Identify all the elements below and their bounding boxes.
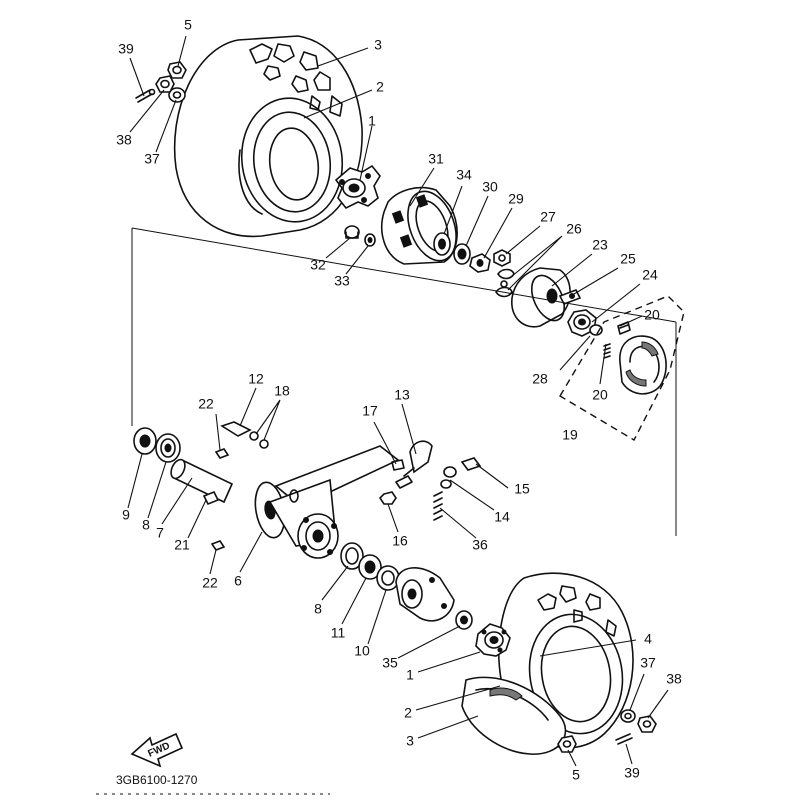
axle-spacer-7 <box>170 458 234 504</box>
callout-37: 37 <box>144 151 160 167</box>
callout-21: 21 <box>174 537 190 553</box>
callout-36: 36 <box>472 537 488 553</box>
callout-39: 39 <box>118 41 134 57</box>
callout-20-upper: 20 <box>644 307 660 323</box>
callout-2-lower: 2 <box>404 705 412 721</box>
callout-3: 3 <box>374 37 382 53</box>
forward-direction-arrow: FWD <box>130 732 184 768</box>
callout-8-upper: 8 <box>142 517 150 533</box>
brake-drum-31 <box>381 186 458 265</box>
callout-9: 9 <box>122 507 130 523</box>
hub-flange <box>297 513 339 559</box>
callout-31: 31 <box>428 151 444 167</box>
oil-seal-11 <box>358 554 382 580</box>
callout-37-lower: 37 <box>640 655 656 671</box>
callout-15: 15 <box>514 481 530 497</box>
callout-10: 10 <box>354 643 370 659</box>
callout-2: 2 <box>376 79 384 95</box>
callout-30: 30 <box>482 179 498 195</box>
callout-34: 34 <box>456 167 472 183</box>
callout-7: 7 <box>156 525 164 541</box>
callout-24: 24 <box>642 267 658 283</box>
callout-19: 19 <box>562 427 578 443</box>
callout-16: 16 <box>392 533 408 549</box>
bearing-8-lower <box>340 542 364 570</box>
callout-23: 23 <box>592 237 608 253</box>
drawing-code: 3GB6100-1270 <box>116 773 198 787</box>
bearing-8-upper <box>155 433 181 463</box>
bearing-10 <box>376 565 400 591</box>
callout-38-lower: 38 <box>666 671 682 687</box>
spring-36-nut-16 <box>378 491 443 521</box>
upper-tire <box>173 35 363 238</box>
brake-shoe-group-outline <box>559 295 685 441</box>
callout-13: 13 <box>394 387 410 403</box>
callout-5-lower: 5 <box>572 767 580 783</box>
callout-3-lower: 3 <box>406 733 414 749</box>
collar-35 <box>455 610 473 630</box>
brake-shoes-19 <box>603 321 667 395</box>
callout-32: 32 <box>310 257 326 273</box>
upper-wheel-hub <box>334 164 381 210</box>
callout-39-lower: 39 <box>624 765 640 781</box>
callout-1-lower: 1 <box>406 667 414 683</box>
callout-25: 25 <box>620 251 636 267</box>
nut-29 <box>469 253 491 273</box>
callout-17: 17 <box>362 403 378 419</box>
callout-8-lower: 8 <box>314 601 322 617</box>
callout-27: 27 <box>540 209 556 225</box>
callout-20-lower: 20 <box>592 387 608 403</box>
bolt-15-washer-14 <box>440 457 482 489</box>
callout-22-upper: 22 <box>198 396 214 412</box>
callout-38: 38 <box>116 132 132 148</box>
callout-5: 5 <box>184 17 192 33</box>
callout-4: 4 <box>644 631 652 647</box>
callout-14: 14 <box>494 509 510 525</box>
callout-12: 12 <box>248 371 264 387</box>
oil-seal-30 <box>453 243 471 265</box>
bolts-32-33 <box>344 225 376 247</box>
assembly-reference-frame <box>131 227 677 536</box>
callout-29: 29 <box>508 191 524 207</box>
collar-34 <box>433 232 451 256</box>
callout-18: 18 <box>274 383 290 399</box>
callout-28: 28 <box>532 371 548 387</box>
hub-24 <box>567 309 603 337</box>
lower-hub-1 <box>475 623 511 657</box>
callout-22-lower: 22 <box>202 575 218 591</box>
callout-6: 6 <box>234 573 242 589</box>
callout-33: 33 <box>334 273 350 289</box>
callout-11: 11 <box>331 625 346 641</box>
callout-1: 1 <box>368 113 376 129</box>
hub-adapter <box>395 567 455 622</box>
leader-lines <box>127 35 669 767</box>
brake-arm-13-17 <box>391 440 433 489</box>
upper-wheel-nut-set <box>135 61 187 103</box>
callout-35: 35 <box>382 655 398 671</box>
callout-labels: 39 5 3 2 38 37 1 31 34 30 29 27 26 23 25… <box>116 17 682 783</box>
callout-26: 26 <box>566 221 582 237</box>
bearing-9 <box>133 427 157 455</box>
